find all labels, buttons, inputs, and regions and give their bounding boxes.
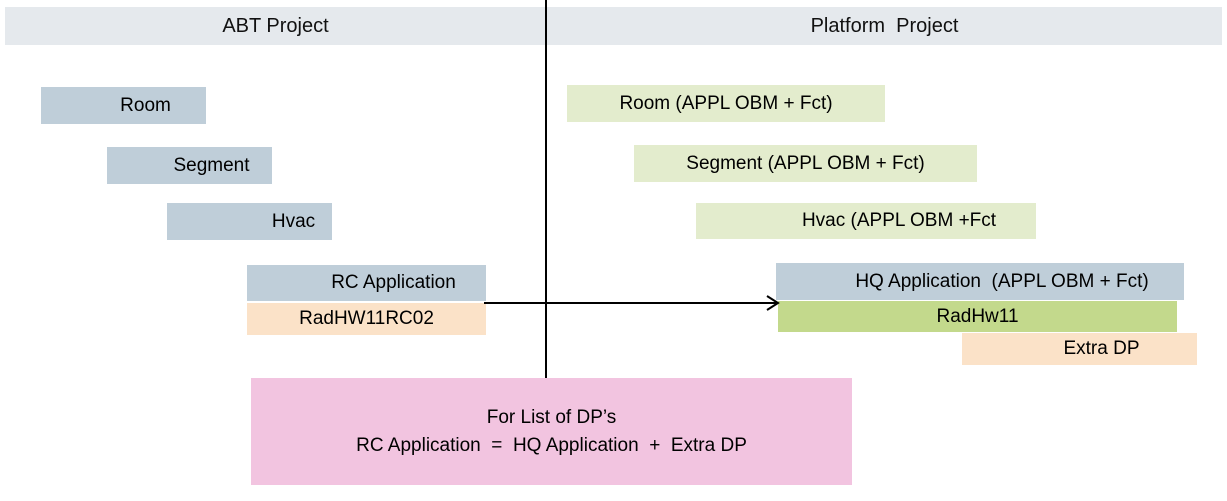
node-hq-application[interactable]: HQ Application (APPL OBM + Fct): [776, 263, 1184, 300]
node-rc-application[interactable]: RC Application: [247, 265, 486, 301]
column-header-platform-project: Platform Project: [810, 15, 959, 37]
summary-line-1: For List of DP’s: [486, 406, 617, 428]
summary-note[interactable]: For List of DP’s RC Application = HQ App…: [251, 378, 852, 485]
node-hvac-appl-obm-fct[interactable]: Hvac (APPL OBM +Fct: [696, 203, 1036, 239]
arrow-icon: [484, 295, 780, 311]
header-band: [5, 7, 1222, 45]
node-room-appl-obm-fct[interactable]: Room (APPL OBM + Fct): [567, 85, 885, 122]
node-room[interactable]: Room: [41, 87, 206, 124]
node-radhw11rc02[interactable]: RadHW11RC02: [247, 303, 486, 335]
node-hvac[interactable]: Hvac: [167, 203, 332, 240]
rc-to-hq-arrow: [484, 292, 784, 314]
node-segment-appl-obm-fct[interactable]: Segment (APPL OBM + Fct): [634, 145, 977, 182]
node-segment[interactable]: Segment: [107, 147, 272, 184]
summary-line-2: RC Application = HQ Application + Extra …: [356, 434, 747, 456]
column-divider: [545, 0, 547, 380]
node-radhw11[interactable]: RadHw11: [778, 301, 1177, 332]
node-extra-dp[interactable]: Extra DP: [962, 333, 1197, 365]
column-header-abt-project: ABT Project: [222, 15, 329, 37]
